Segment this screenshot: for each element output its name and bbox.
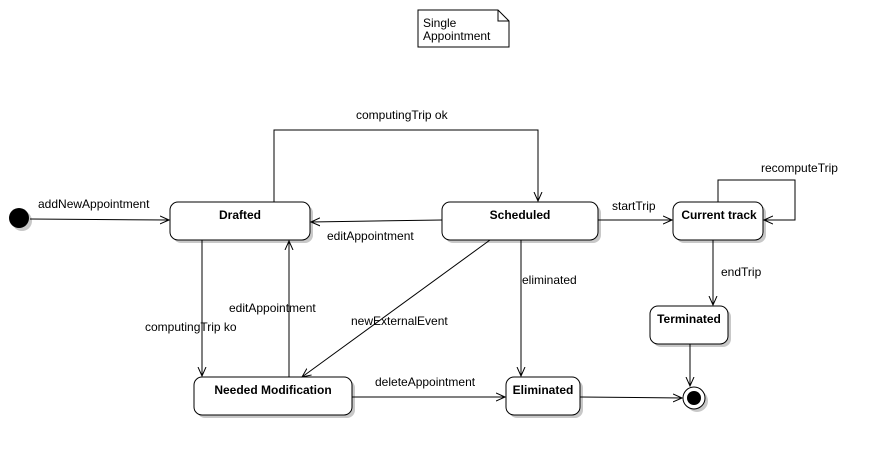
state-eliminated[interactable]: Eliminated — [505, 376, 583, 418]
edge-scheduled-to-needed-modification — [302, 239, 491, 377]
edge-drafted-to-scheduled — [273, 129, 538, 202]
initial-state — [9, 208, 29, 228]
label-end-trip: endTrip — [721, 265, 762, 279]
state-drafted-label: Drafted — [219, 208, 261, 222]
edge-initial-to-drafted — [29, 219, 169, 220]
edge-eliminated-to-final — [579, 397, 682, 398]
note-line-2: Appointment — [423, 29, 491, 43]
state-terminated[interactable]: Terminated — [649, 305, 731, 347]
state-drafted[interactable]: Drafted — [169, 201, 313, 243]
label-edit-appointment-scheduled: editAppointment — [327, 229, 414, 243]
edge-current-track-self-loop — [717, 179, 796, 220]
state-scheduled[interactable]: Scheduled — [441, 201, 601, 243]
label-new-external-event: newExternalEvent — [351, 314, 448, 328]
label-edit-appointment-modification: editAppointment — [229, 301, 316, 315]
label-eliminated: eliminated — [522, 273, 577, 287]
state-needed-modification[interactable]: Needed Modification — [193, 376, 355, 418]
diagram-note: Single Appointment — [417, 9, 510, 48]
note-line-1: Single — [423, 16, 457, 30]
label-computing-trip-ko: computingTrip ko — [145, 320, 237, 334]
state-current-track[interactable]: Current track — [672, 201, 766, 243]
label-add-new-appointment: addNewAppointment — [38, 197, 150, 211]
edge-scheduled-to-drafted — [311, 220, 443, 222]
label-delete-appointment: deleteAppointment — [375, 375, 476, 389]
state-terminated-label: Terminated — [657, 312, 721, 326]
label-start-trip: startTrip — [612, 199, 656, 213]
state-needed-modification-label: Needed Modification — [214, 383, 331, 397]
label-computing-trip-ok: computingTrip ok — [356, 108, 449, 122]
state-eliminated-label: Eliminated — [513, 383, 574, 397]
state-current-track-label: Current track — [681, 208, 757, 222]
label-recompute-trip: recomputeTrip — [761, 161, 838, 175]
state-scheduled-label: Scheduled — [490, 208, 551, 222]
final-state — [682, 386, 708, 412]
